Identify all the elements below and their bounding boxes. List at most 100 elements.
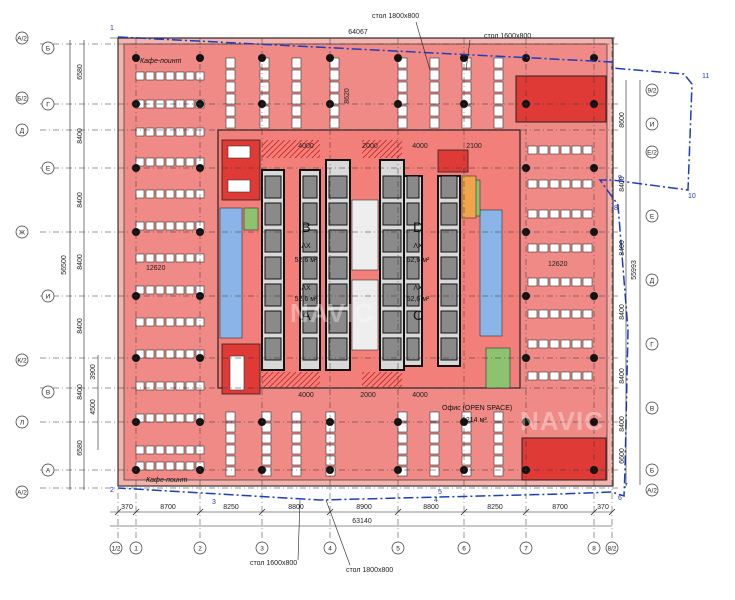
axis-label: Г xyxy=(650,341,654,348)
desk xyxy=(145,127,155,137)
column xyxy=(132,54,140,62)
desk xyxy=(155,317,165,327)
desk xyxy=(549,339,560,349)
bottom-dim: 8900 xyxy=(356,504,372,511)
inner-dim-top: 4000 xyxy=(298,143,314,150)
axis-label: 6 xyxy=(462,545,466,552)
desk xyxy=(560,309,571,319)
desk xyxy=(329,117,340,129)
inner-dim-bottom-mid: 2000 xyxy=(360,392,376,399)
room-d-area: 52,6 м² xyxy=(407,257,430,264)
desk xyxy=(493,455,504,466)
desk xyxy=(461,433,472,444)
desk xyxy=(135,317,145,327)
desk xyxy=(291,117,302,129)
left-dim: 8400 xyxy=(77,318,84,334)
desk xyxy=(461,444,472,455)
desk xyxy=(429,433,440,444)
desk xyxy=(185,413,195,423)
site-boundary xyxy=(117,36,693,501)
column xyxy=(394,54,402,62)
desk xyxy=(185,189,195,199)
boundary-point: 7 xyxy=(624,483,628,490)
desk xyxy=(549,243,560,253)
desk xyxy=(165,285,175,295)
stairs xyxy=(351,199,379,351)
desk xyxy=(291,444,302,455)
desk xyxy=(549,179,560,189)
desk xyxy=(329,69,340,81)
desk xyxy=(145,157,155,167)
desk xyxy=(261,444,272,455)
desk xyxy=(582,339,593,349)
desk xyxy=(185,221,195,231)
column xyxy=(394,418,402,426)
desk xyxy=(527,209,538,219)
desk xyxy=(135,253,145,263)
desk xyxy=(549,371,560,381)
axis-bubble xyxy=(519,541,533,555)
desk xyxy=(291,411,302,422)
axis-label: Е xyxy=(650,213,655,220)
core-dim-right: 12620 xyxy=(548,261,568,268)
desk xyxy=(291,105,302,117)
axis-label: 7 xyxy=(524,545,528,552)
desk xyxy=(560,371,571,381)
inner-dim-bottom-right: 4000 xyxy=(412,392,428,399)
desk xyxy=(560,339,571,349)
desk xyxy=(225,411,236,422)
desk xyxy=(185,381,195,391)
room-top-right xyxy=(515,75,607,123)
desk xyxy=(225,444,236,455)
axis-bubble xyxy=(391,541,405,555)
bottom-dim: 8250 xyxy=(223,504,239,511)
desk xyxy=(538,243,549,253)
desk xyxy=(135,445,145,455)
desk xyxy=(429,411,440,422)
room-a-area: 52,6 м² xyxy=(295,296,318,303)
desk xyxy=(493,93,504,105)
axis-bubble xyxy=(645,83,659,97)
desk xyxy=(291,422,302,433)
desk xyxy=(549,145,560,155)
desk xyxy=(185,461,195,471)
desk xyxy=(325,455,336,466)
axis-label: Б xyxy=(650,467,654,474)
desk xyxy=(135,71,145,81)
red-room-right xyxy=(437,149,469,173)
desk xyxy=(538,145,549,155)
axis-bubble xyxy=(645,463,659,477)
desk xyxy=(145,253,155,263)
desk xyxy=(165,221,175,231)
desk xyxy=(165,71,175,81)
desk xyxy=(461,117,472,129)
room-d-mark: ΛX xyxy=(413,243,423,250)
dimensions xyxy=(69,37,641,527)
desk xyxy=(397,117,408,129)
desk xyxy=(493,411,504,422)
column xyxy=(590,54,598,62)
desk xyxy=(461,455,472,466)
desk xyxy=(175,71,185,81)
axis-label: A/2 xyxy=(17,35,27,42)
desk xyxy=(429,466,440,477)
right-dim: 8400 xyxy=(619,416,626,432)
inner-dim-top-right-2: 2100 xyxy=(466,143,482,150)
desk xyxy=(225,81,236,93)
room-c-area: 52,6 м² xyxy=(407,296,430,303)
desk xyxy=(175,221,185,231)
axis-label: А/2 xyxy=(647,487,657,494)
blue-zone-left xyxy=(219,207,243,339)
desk xyxy=(429,105,440,117)
desk xyxy=(185,157,195,167)
desk xyxy=(225,422,236,433)
desk xyxy=(527,179,538,189)
center-dim: 8620 xyxy=(344,88,351,104)
callout-table-1600-top: стол 1600x800 xyxy=(484,33,531,40)
desk xyxy=(291,433,302,444)
left-small-2: 4500 xyxy=(90,399,97,415)
boundary-point: 8 xyxy=(614,205,618,212)
left-total: 56500 xyxy=(61,255,68,275)
desk xyxy=(165,127,175,137)
